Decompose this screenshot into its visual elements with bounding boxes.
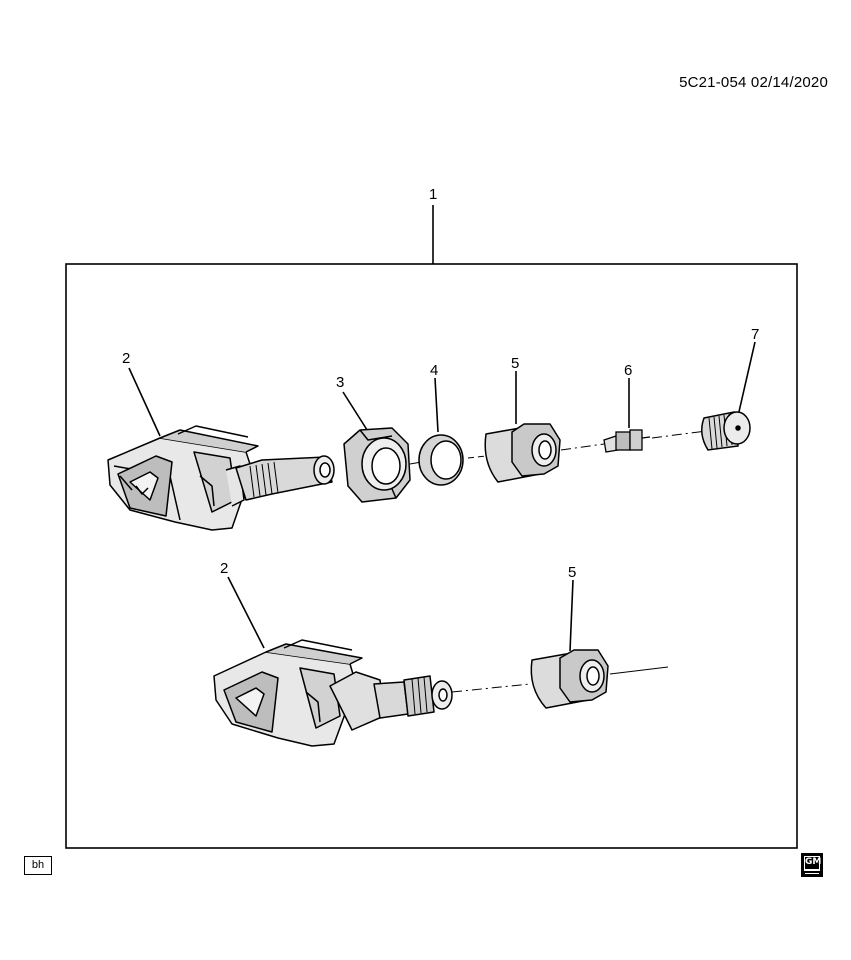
callout-1: 1 (429, 186, 437, 203)
gm-logo: GM (801, 853, 823, 879)
callout-6: 6 (624, 362, 632, 379)
axis-line-d (651, 430, 707, 439)
valve-sleeve-bottom (530, 649, 609, 709)
assembly-frame (65, 263, 798, 849)
axis-line-c (560, 443, 605, 451)
leader-line-5-bottom (569, 579, 574, 652)
callout-4: 4 (430, 362, 438, 379)
axis-line-f (609, 666, 669, 675)
valve-sleeve-top (484, 423, 561, 483)
axis-line-e (451, 683, 531, 693)
gm-logo-text: GM (804, 856, 821, 871)
callout-5-top: 5 (511, 355, 519, 372)
leader-line-4 (434, 377, 439, 433)
axis-line-b (467, 455, 487, 459)
tpms-sensor-bottom (213, 639, 453, 747)
callout-2-top: 2 (122, 350, 130, 367)
leader-line-7 (737, 341, 756, 417)
grommet-ring (418, 434, 464, 486)
callout-3: 3 (336, 374, 344, 391)
valve-core (603, 429, 651, 453)
valve-cap (701, 411, 751, 451)
callout-5-bottom: 5 (568, 564, 576, 581)
tpms-sensor-top (107, 425, 335, 531)
leader-line-2-bottom (227, 576, 265, 649)
document-id-date: 5C21-054 02/14/2020 (679, 74, 828, 91)
hex-nut (343, 427, 411, 503)
leader-line-3 (342, 391, 370, 434)
corner-tag: bh (24, 856, 52, 875)
callout-7: 7 (751, 326, 759, 343)
callout-2-bottom: 2 (220, 560, 228, 577)
leader-line-2-top (128, 367, 161, 437)
gm-logo-lines (805, 873, 819, 879)
